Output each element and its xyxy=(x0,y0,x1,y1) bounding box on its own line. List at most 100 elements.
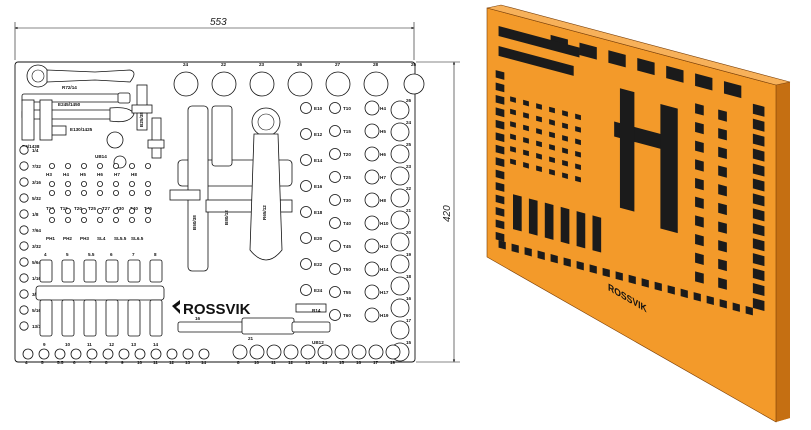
inch-socket-hole xyxy=(19,257,29,267)
top-socket-label: 26 xyxy=(297,62,303,67)
iso-torx-hole xyxy=(718,146,727,160)
top-socket-label: 27 xyxy=(335,62,341,67)
inch-socket-label: 3/8 xyxy=(32,292,39,297)
bottom-socket-hole xyxy=(70,348,82,360)
torx-hole xyxy=(329,125,341,137)
bit-hole xyxy=(81,207,88,214)
large-socket-label: 23 xyxy=(406,164,412,169)
iso-bottom-hole xyxy=(550,254,558,264)
torx-label: T20 xyxy=(343,152,351,157)
large-socket-label: 20 xyxy=(406,230,412,235)
iso-torx-hole xyxy=(718,258,727,272)
iso-right-hole xyxy=(752,103,765,117)
iso-left-hole xyxy=(495,94,505,105)
bit-hole xyxy=(65,207,72,214)
iso-left-hole xyxy=(495,169,505,180)
top-socket-hole xyxy=(249,71,275,97)
torx-hole xyxy=(300,258,312,270)
bottom-socket-hole xyxy=(283,344,299,360)
iso-deep-socket xyxy=(513,194,522,232)
bit-label: T10 xyxy=(46,206,54,211)
iso-bit-hole xyxy=(549,156,555,164)
iso-bit-hole xyxy=(562,110,568,117)
iso-bit-hole xyxy=(523,162,529,169)
iso-right-hole xyxy=(752,208,765,222)
torx-label: T25 xyxy=(343,175,351,180)
bit-hole xyxy=(49,207,56,214)
bottom-socket-hole xyxy=(317,344,333,360)
bottom-socket-label: 8 xyxy=(105,360,108,365)
iso-bit-hole xyxy=(562,172,568,179)
top-socket-label: 25 xyxy=(411,62,417,67)
iso-right-hole xyxy=(752,163,765,177)
iso-left-hole xyxy=(495,144,505,155)
bottom-socket-hole xyxy=(182,348,194,360)
iso-bottom-hole xyxy=(602,267,610,278)
iso-torx-hole xyxy=(718,184,727,197)
inch-socket-label: 5/16 xyxy=(32,308,41,313)
bit-hole xyxy=(97,207,104,214)
bit-label: H5 xyxy=(80,172,86,177)
iso-bit-hole xyxy=(575,138,581,146)
iso-bottom-hole xyxy=(589,264,597,274)
bottom-socket-hole xyxy=(249,344,265,360)
inch-socket-label: 1/16 xyxy=(32,276,41,281)
iso-torx-hole xyxy=(695,271,704,284)
bit-hole xyxy=(128,180,135,187)
iso-ratchet xyxy=(498,26,580,58)
iso-bit-hole xyxy=(562,122,568,130)
bottom-socket-label: 11 xyxy=(153,360,158,365)
bit-hole xyxy=(97,216,104,223)
large-socket-hole xyxy=(390,276,410,296)
iso-torx-hole xyxy=(695,215,704,228)
ratchet-half-cutout: R65/12 xyxy=(249,107,283,261)
iso-torx-hole xyxy=(718,128,727,141)
large-socket-label: 16 xyxy=(406,296,412,301)
deep-socket-hole xyxy=(105,299,119,337)
bit-hole xyxy=(144,162,151,169)
height-dimension: 420 xyxy=(442,205,453,222)
small-socket-hole xyxy=(105,259,119,283)
bit-hole xyxy=(113,216,120,223)
bottom-socket-label: 12 xyxy=(288,360,294,365)
bit-label: H7 xyxy=(114,172,120,177)
iso-bit-hole xyxy=(523,124,529,132)
bottom-extension-cutout: UB12 B14 xyxy=(177,303,331,345)
iso-bit-hole xyxy=(523,112,529,119)
iso-bit-hole xyxy=(536,165,542,173)
top-socket-label: 22 xyxy=(221,62,227,67)
bit-label: SL5.5 xyxy=(114,236,127,241)
iso-bottom-hole xyxy=(719,299,727,309)
iso-left-hole xyxy=(495,231,505,242)
ratchet-half-label: R65/12 xyxy=(262,205,267,220)
bottom-socket-hole xyxy=(351,344,367,360)
iso-bit-hole xyxy=(549,131,555,139)
bottom-socket-label: 10 xyxy=(137,360,143,365)
large-socket-label: 21 xyxy=(406,208,412,213)
deep-socket-hole xyxy=(61,299,75,337)
iso-bit-hole xyxy=(523,137,529,144)
bottom-socket-label: 6 xyxy=(73,360,76,365)
bit-hole xyxy=(128,207,135,214)
iso-right-hole xyxy=(752,253,765,267)
iso-right-hole xyxy=(752,133,765,147)
iso-top-hole xyxy=(637,58,655,76)
iso-torx-hole xyxy=(695,103,704,116)
torx-hole xyxy=(300,232,312,244)
iso-torx-hole xyxy=(718,202,727,216)
torx-hole xyxy=(364,146,380,162)
iso-right-hole xyxy=(752,178,765,192)
iso-bottom-hole xyxy=(732,302,740,312)
bit-label: T20 xyxy=(74,206,82,211)
deep-socket-label: 13 xyxy=(131,342,137,347)
extension-cutouts: E245/1450 E130/1425 UB14 B5/1438 xyxy=(21,92,135,169)
bit-label: PH2 xyxy=(63,236,72,241)
iso-bottom-hole xyxy=(745,305,753,316)
deep-socket-label: 12 xyxy=(109,342,115,347)
iso-bit-hole xyxy=(575,113,581,121)
top-socket-hole xyxy=(403,73,425,95)
ujoint-label: UB14 xyxy=(95,154,107,159)
ratchet-cutout: R72/14 xyxy=(26,64,135,90)
iso-bit-hole xyxy=(523,99,529,107)
small-socket-hole xyxy=(149,259,163,283)
